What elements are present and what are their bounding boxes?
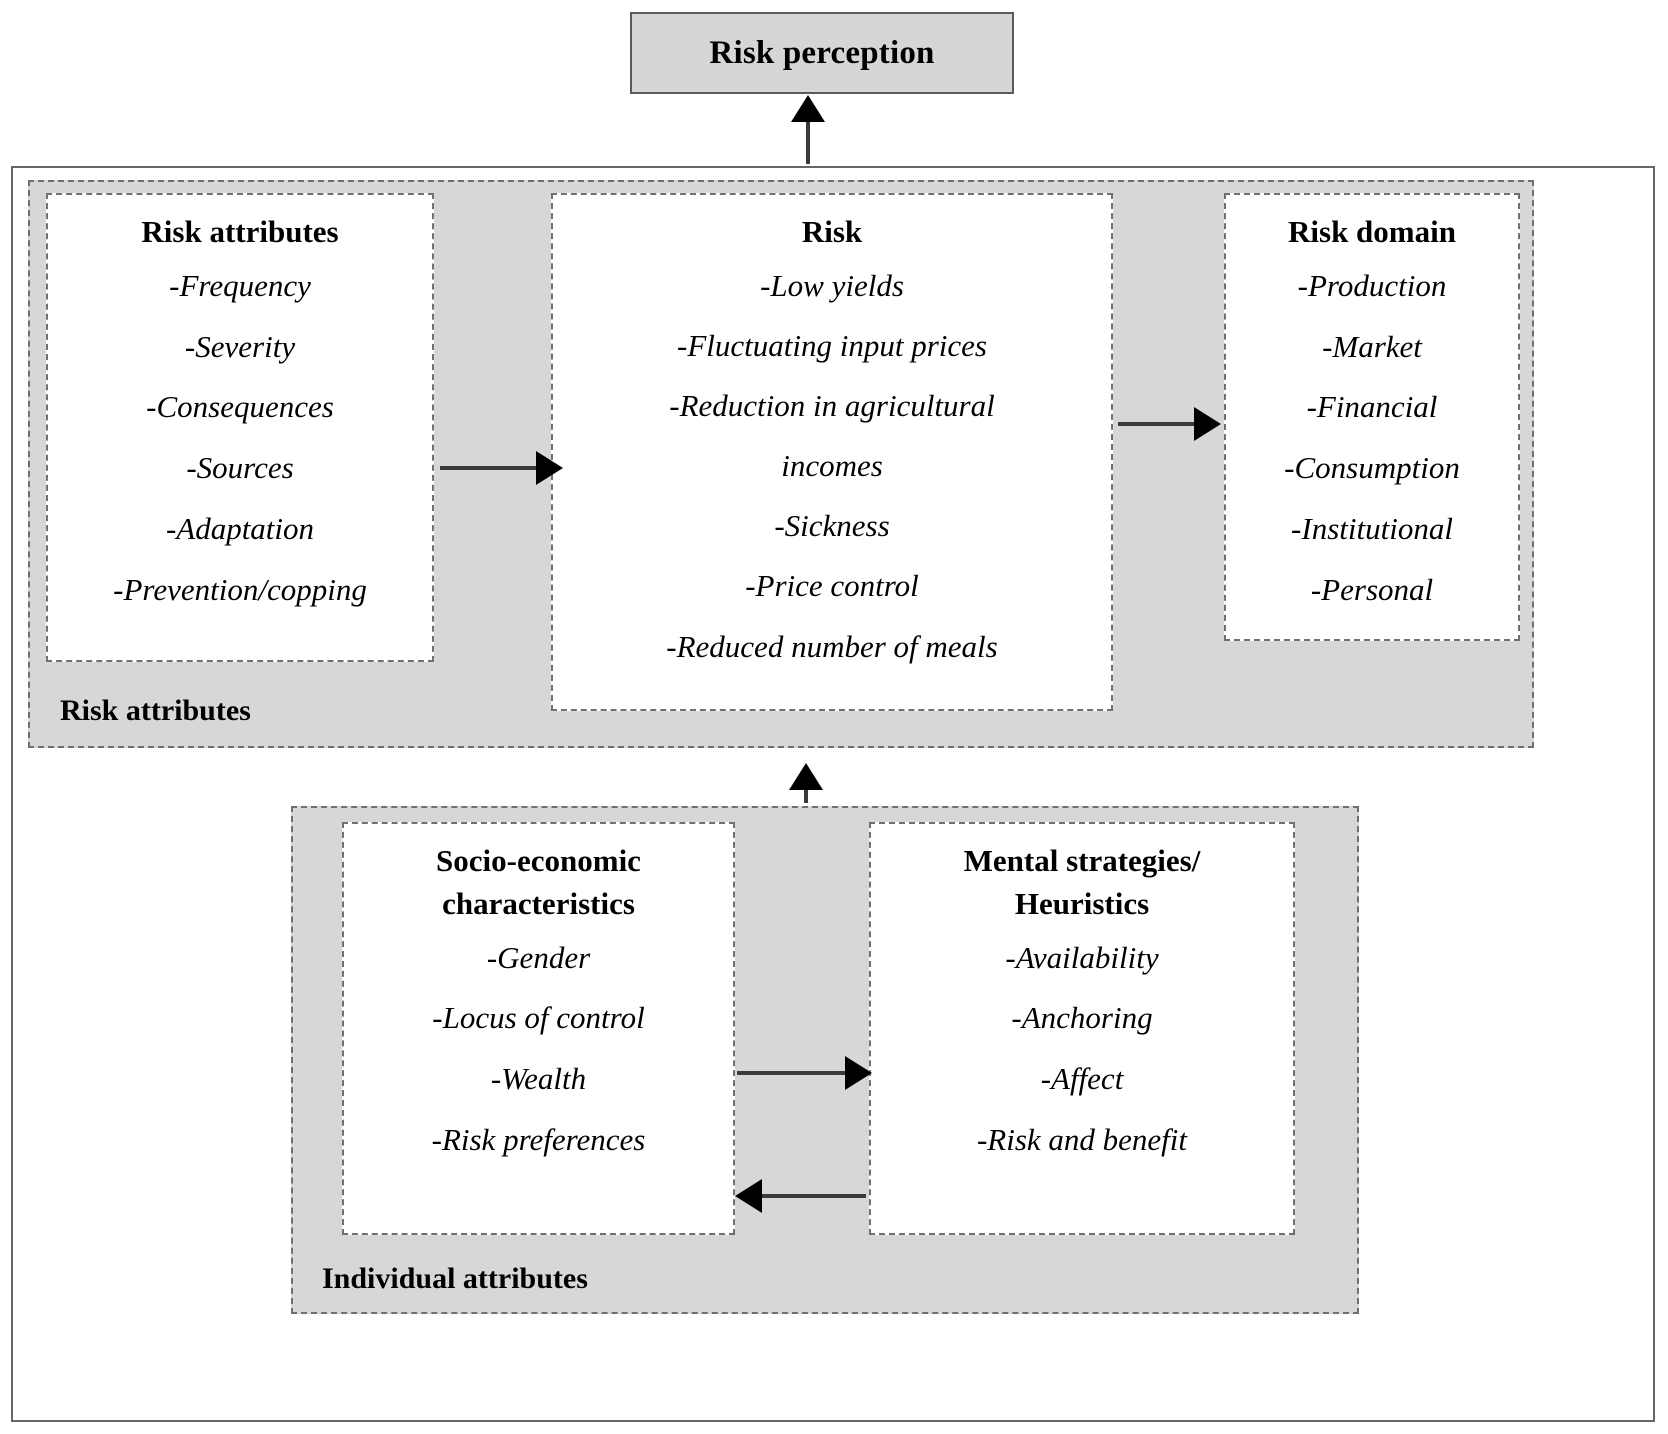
list-item: -Price control [745, 568, 919, 604]
list-item: -Anchoring [1011, 1000, 1153, 1036]
risk-attributes-box-title: Risk attributes [141, 214, 339, 249]
list-item: -Reduction in agricultural incomes [669, 388, 995, 484]
list-item: -Frequency [169, 267, 311, 303]
list-item: -Wealth [490, 1061, 587, 1097]
list-item: -Personal [1310, 571, 1434, 607]
list-item: -Affect [1040, 1061, 1124, 1097]
risk-perception-label: Risk perception [709, 34, 935, 71]
list-item: -Consumption [1284, 450, 1460, 486]
list-item: -Market [1322, 328, 1422, 364]
mental-strategies-list: -Availability -Anchoring -Affect -Risk a… [871, 928, 1293, 1171]
socio-economic-box: Socio-economic characteristics -Gender -… [342, 822, 735, 1235]
risk-domain-box-title: Risk domain [1288, 214, 1456, 249]
list-item: -Availability [1005, 939, 1159, 975]
list-item: -Sickness [774, 508, 890, 544]
risk-attributes-list: -Frequency -Severity -Consequences -Sour… [48, 256, 432, 621]
list-item: -Risk preferences [431, 1121, 646, 1157]
risk-domain-list: -Production -Market -Financial -Consumpt… [1226, 256, 1518, 621]
arrow-risk-panel-to-risk-perception [791, 95, 825, 164]
risk-domain-box: Risk domain -Production -Market -Financi… [1224, 193, 1520, 641]
risk-perception-node: Risk perception [630, 12, 1014, 94]
list-item: -Consequences [146, 389, 334, 425]
list-item: -Severity [184, 328, 296, 364]
individual-attributes-panel-label: Individual attributes [322, 1262, 588, 1295]
risk-list: -Low yields -Fluctuating input prices -R… [553, 256, 1111, 677]
list-item: -Gender [486, 939, 591, 975]
socio-economic-box-title: Socio-economic characteristics [436, 843, 641, 921]
list-item: -Prevention/copping [113, 571, 367, 607]
list-item: -Institutional [1291, 510, 1453, 546]
list-item: -Financial [1306, 389, 1438, 425]
risk-attributes-panel-label: Risk attributes [60, 694, 251, 727]
risk-attributes-box: Risk attributes -Frequency -Severity -Co… [46, 193, 434, 662]
list-item: -Risk and benefit [976, 1121, 1188, 1157]
list-item: -Locus of control [432, 1000, 645, 1036]
list-item: -Production [1297, 267, 1447, 303]
list-item: -Fluctuating input prices [677, 327, 987, 363]
risk-box: Risk -Low yields -Fluctuating input pric… [551, 193, 1113, 711]
risk-box-title: Risk [801, 214, 863, 249]
list-item: -Reduced number of meals [666, 628, 998, 664]
list-item: -Adaptation [165, 510, 315, 546]
mental-strategies-box-title: Mental strategies/ Heuristics [963, 843, 1201, 921]
list-item: -Sources [186, 450, 294, 486]
list-item: -Low yields [760, 267, 904, 303]
socio-economic-list: -Gender -Locus of control -Wealth -Risk … [344, 928, 733, 1171]
mental-strategies-box: Mental strategies/ Heuristics -Availabil… [869, 822, 1295, 1235]
